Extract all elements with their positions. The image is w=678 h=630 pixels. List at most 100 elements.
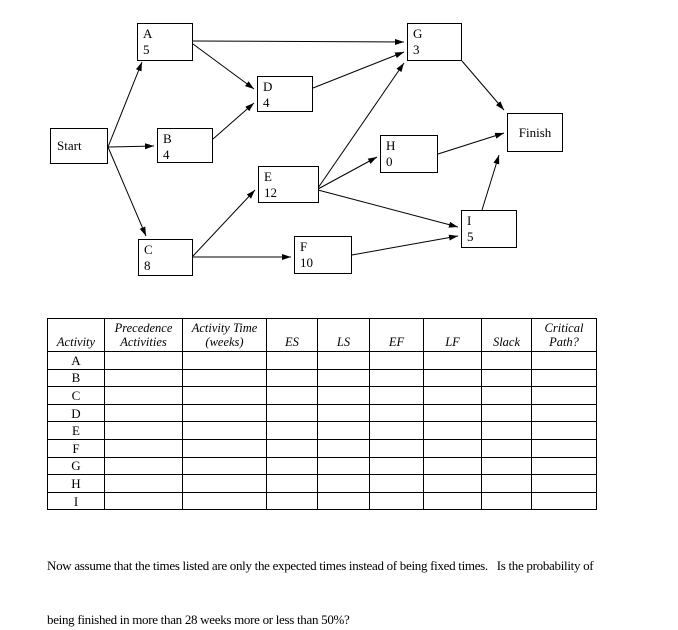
node-e-time: 12	[264, 185, 277, 200]
empty-cell	[266, 403, 318, 423]
header-ef: EF	[369, 318, 424, 352]
table-row: F	[47, 438, 597, 458]
empty-cell	[423, 456, 482, 476]
empty-cell	[266, 438, 318, 458]
empty-cell	[481, 368, 532, 388]
node-f-label: F	[300, 239, 308, 254]
edge-d-g	[312, 51, 405, 89]
activity-cell: C	[47, 386, 105, 405]
empty-cell	[369, 438, 424, 458]
empty-cell	[369, 351, 424, 370]
empty-cell	[481, 438, 532, 458]
header-activity-time: Activity Time (weeks)	[182, 318, 267, 352]
empty-cell	[266, 491, 318, 511]
empty-cell	[317, 456, 370, 476]
activity-cell: D	[47, 403, 105, 423]
edge-e-i	[317, 189, 459, 228]
empty-cell	[369, 491, 424, 511]
node-h-time: 0	[386, 154, 393, 169]
node-b-time: 4	[163, 147, 170, 162]
empty-cell	[104, 456, 183, 476]
empty-cell	[531, 421, 597, 440]
node-d-label: D	[263, 79, 273, 94]
empty-cell	[481, 456, 532, 476]
question-line-1: Now assume that the times listed are onl…	[47, 558, 594, 573]
node-e-label: E	[264, 169, 272, 184]
table-row: E	[47, 421, 597, 440]
empty-cell	[423, 368, 482, 388]
empty-cell	[369, 456, 424, 476]
empty-cell	[481, 491, 532, 511]
edge-c-e	[192, 189, 256, 257]
edge-start-a	[107, 61, 143, 148]
edge-h-finish	[437, 132, 505, 155]
empty-cell	[423, 491, 482, 511]
header-slack: Slack	[481, 318, 532, 352]
node-f-time: 10	[300, 255, 313, 270]
empty-cell	[104, 438, 183, 458]
empty-cell	[266, 421, 318, 440]
activity-cell: F	[47, 438, 105, 458]
empty-cell	[481, 351, 532, 370]
edge-g-finish	[461, 60, 505, 111]
empty-cell	[182, 403, 267, 423]
node-d-time: 4	[263, 95, 270, 110]
table-row: I	[47, 491, 597, 511]
node-i: I 5	[461, 210, 517, 248]
empty-cell	[481, 421, 532, 440]
empty-cell	[266, 474, 318, 493]
empty-cell	[369, 368, 424, 388]
node-g-time: 3	[413, 42, 420, 57]
edge-b-d	[212, 102, 255, 140]
node-c: C 8	[138, 239, 193, 276]
empty-cell	[481, 386, 532, 405]
empty-cell	[317, 403, 370, 423]
empty-cell	[104, 474, 183, 493]
empty-cell	[423, 474, 482, 493]
empty-cell	[481, 474, 532, 493]
empty-cell	[317, 351, 370, 370]
node-b: B 4	[157, 128, 213, 163]
node-c-label: C	[144, 242, 153, 257]
empty-cell	[531, 403, 597, 423]
table-row: D	[47, 403, 597, 423]
edge-i-finish	[481, 154, 500, 211]
empty-cell	[369, 474, 424, 493]
empty-cell	[531, 456, 597, 476]
node-g: G 3	[407, 23, 462, 61]
edge-a-d	[192, 43, 255, 90]
empty-cell	[531, 351, 597, 370]
empty-cell	[423, 403, 482, 423]
table-row: C	[47, 386, 597, 405]
empty-cell	[266, 456, 318, 476]
empty-cell	[104, 403, 183, 423]
activity-cell: H	[47, 474, 105, 493]
edge-start-c	[107, 146, 147, 237]
question-text: Now assume that the times listed are onl…	[47, 521, 655, 630]
empty-cell	[423, 386, 482, 405]
table-row: B	[47, 368, 597, 388]
network-edges	[107, 38, 505, 260]
node-h-label: H	[386, 138, 396, 153]
empty-cell	[531, 474, 597, 493]
node-a: A 5	[137, 23, 193, 61]
activity-table: Activity Precedence Activities Activity …	[47, 318, 597, 511]
node-b-label: B	[163, 131, 172, 146]
empty-cell	[182, 421, 267, 440]
empty-cell	[182, 386, 267, 405]
node-a-time: 5	[143, 42, 150, 57]
question-line-2: being finished in more than 28 weeks mor…	[47, 612, 350, 627]
node-start-label: Start	[57, 138, 82, 153]
empty-cell	[317, 368, 370, 388]
node-f: F 10	[294, 236, 352, 274]
node-c-time: 8	[144, 258, 151, 273]
empty-cell	[182, 368, 267, 388]
empty-cell	[182, 351, 267, 370]
edge-a-g	[192, 38, 405, 45]
empty-cell	[369, 403, 424, 423]
activity-cell: G	[47, 456, 105, 476]
node-finish-label: Finish	[518, 124, 552, 140]
empty-cell	[182, 456, 267, 476]
empty-cell	[182, 491, 267, 511]
empty-cell	[369, 421, 424, 440]
